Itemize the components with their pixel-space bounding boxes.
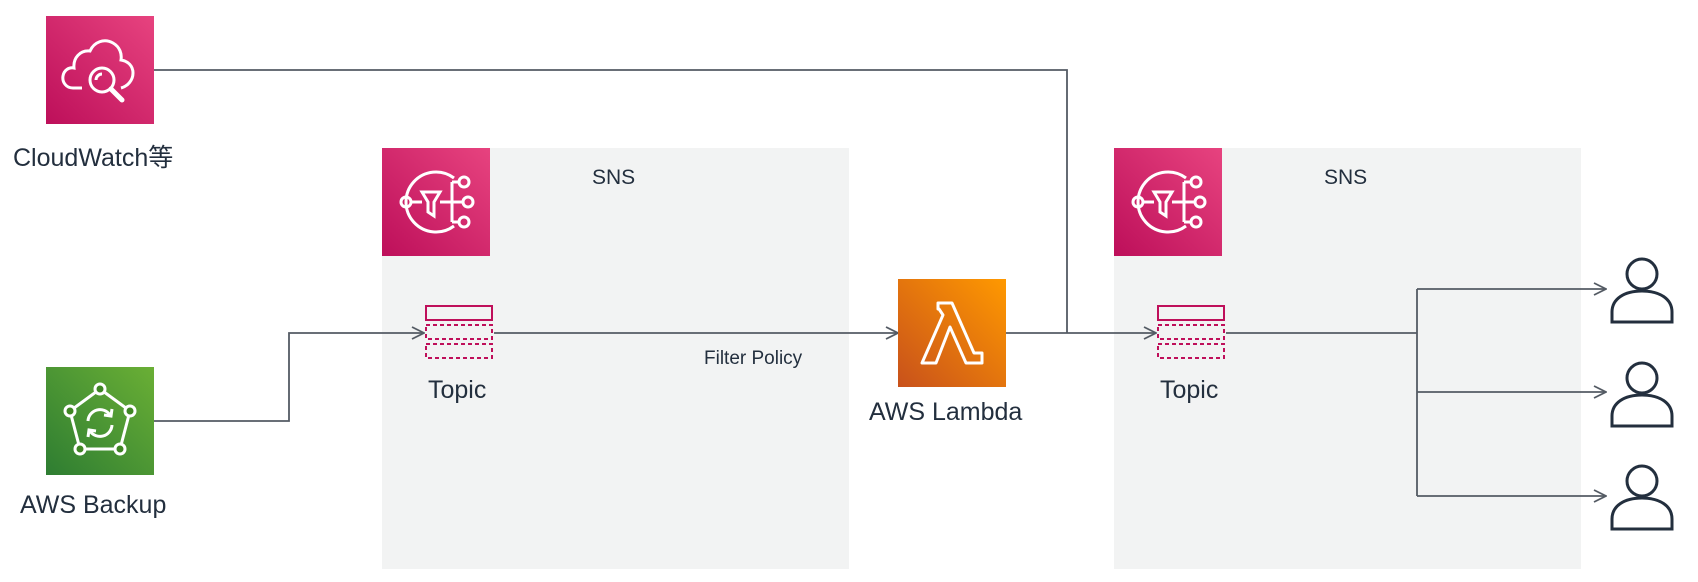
edge-cloudwatch-to-topic	[154, 69, 1068, 333]
cloudwatch-label: CloudWatch等	[13, 144, 174, 172]
user-icon	[1606, 461, 1678, 533]
topic-label-left: Topic	[428, 376, 487, 404]
lambda-icon	[898, 279, 1006, 387]
sns-title-right: SNS	[1324, 166, 1368, 189]
topic-icon-left	[424, 304, 494, 362]
edge-backup-to-topic	[154, 333, 424, 422]
user-icon	[1606, 254, 1678, 326]
topic-icon-right	[1156, 304, 1226, 362]
aws-backup-icon	[46, 367, 154, 475]
filter-policy-label: Filter Policy	[704, 348, 803, 369]
user-icon	[1606, 358, 1678, 430]
cloudwatch-icon	[46, 16, 154, 124]
aws-backup-label: AWS Backup	[20, 491, 167, 519]
sns-icon-left	[382, 148, 490, 256]
sns-icon-right	[1114, 148, 1222, 256]
sns-title-left: SNS	[592, 166, 636, 189]
lambda-label: AWS Lambda	[869, 398, 1023, 426]
topic-label-right: Topic	[1160, 376, 1219, 404]
